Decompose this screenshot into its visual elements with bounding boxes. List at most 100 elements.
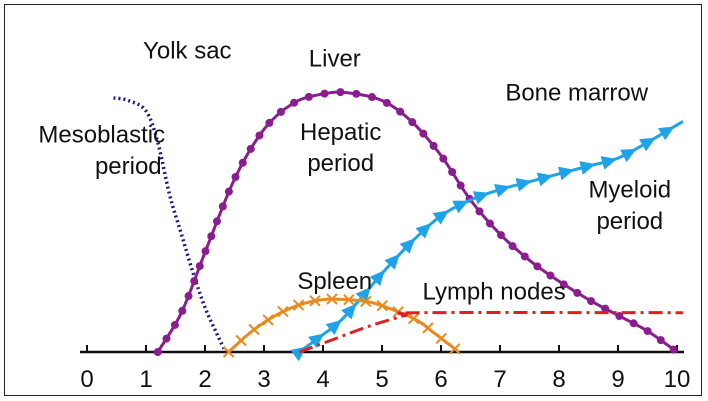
data-point: [376, 299, 388, 312]
data-point: [262, 314, 274, 326]
data-point: [587, 297, 596, 306]
annotation-label: Yolk sac: [143, 38, 232, 65]
data-point: [184, 292, 193, 301]
data-point: [308, 333, 325, 349]
data-point: [207, 232, 216, 241]
data-point: [153, 348, 162, 356]
data-point: [384, 253, 400, 270]
data-point: [190, 277, 199, 286]
data-point: [429, 141, 438, 150]
data-point: [352, 89, 361, 98]
data-point: [558, 166, 575, 181]
data-point: [439, 154, 448, 163]
data-point: [415, 223, 432, 239]
series-line: [113, 96, 228, 353]
x-tick-label: 10: [664, 366, 691, 393]
series-spleen: [222, 293, 461, 358]
x-tick-label: 4: [316, 366, 329, 393]
x-tick-label: 3: [257, 366, 270, 393]
data-point: [485, 219, 494, 228]
data-point: [515, 177, 532, 192]
data-point: [277, 305, 289, 318]
x-tick-label: 2: [198, 366, 211, 393]
x-tick-label: 6: [434, 366, 447, 393]
data-point: [620, 148, 637, 163]
annotation-label: Lymph nodes: [422, 279, 565, 306]
data-point: [422, 322, 434, 334]
data-point: [382, 98, 391, 107]
annotation-label: Spleen: [297, 268, 372, 295]
data-point: [367, 93, 376, 102]
data-point: [508, 242, 517, 251]
data-point: [657, 126, 675, 141]
data-point: [290, 98, 299, 107]
data-point: [600, 156, 617, 170]
data-point: [265, 118, 274, 127]
data-point: [559, 280, 568, 289]
annotation-label: period: [95, 153, 162, 180]
data-point: [496, 231, 505, 240]
data-point: [255, 131, 264, 140]
data-point: [629, 319, 638, 328]
data-point: [546, 271, 555, 280]
data-point: [309, 295, 321, 307]
data-point: [224, 187, 233, 196]
series-bone-marrow: [290, 120, 684, 362]
data-point: [336, 88, 345, 97]
annotation-label: period: [596, 208, 663, 235]
data-point: [432, 210, 449, 225]
data-point: [536, 172, 554, 187]
data-point: [326, 293, 338, 305]
data-point: [218, 202, 227, 211]
data-point: [369, 270, 385, 287]
data-point: [399, 238, 416, 254]
data-point: [222, 346, 235, 358]
data-point: [162, 334, 171, 343]
data-point: [304, 92, 313, 101]
series-yolk-sac: [113, 96, 228, 353]
x-tick-label: 1: [139, 366, 152, 393]
data-point: [615, 312, 624, 321]
data-point: [246, 144, 255, 153]
data-point: [448, 343, 461, 355]
data-point: [178, 306, 187, 315]
data-point: [292, 299, 305, 311]
data-point: [656, 336, 665, 345]
data-point: [195, 262, 204, 271]
x-tick-label: 0: [80, 366, 93, 393]
data-point: [408, 118, 417, 127]
x-tick-label: 7: [493, 366, 506, 393]
annotation-label: Bone marrow: [505, 79, 648, 106]
data-point: [520, 252, 529, 261]
x-axis-ticks: 0 1 2 3 4 5 6 7 8 9 10: [80, 345, 690, 393]
data-point: [669, 345, 678, 354]
series-liver: [153, 88, 678, 356]
x-tick-label: 8: [552, 366, 565, 393]
data-point: [341, 303, 357, 320]
data-point: [579, 161, 596, 175]
data-point: [419, 129, 428, 138]
data-point: [643, 327, 652, 336]
chart-frame: [4, 4, 702, 396]
data-point: [573, 288, 582, 297]
data-point: [170, 320, 179, 329]
data-point: [201, 247, 210, 256]
data-point: [212, 217, 221, 226]
data-point: [494, 184, 511, 198]
data-point: [231, 173, 240, 182]
series-group: [113, 88, 684, 362]
series-lymph-nodes: [298, 311, 683, 354]
data-point: [248, 323, 260, 336]
data-point: [533, 262, 542, 271]
data-point: [325, 320, 342, 336]
series-line: [298, 311, 683, 354]
data-point: [472, 191, 490, 205]
x-tick-label: 5: [375, 366, 388, 393]
data-point: [276, 107, 285, 116]
data-point: [235, 334, 247, 347]
data-point: [396, 107, 405, 116]
data-point: [452, 200, 469, 214]
x-tick-label: 9: [611, 366, 624, 393]
data-point: [360, 295, 372, 308]
